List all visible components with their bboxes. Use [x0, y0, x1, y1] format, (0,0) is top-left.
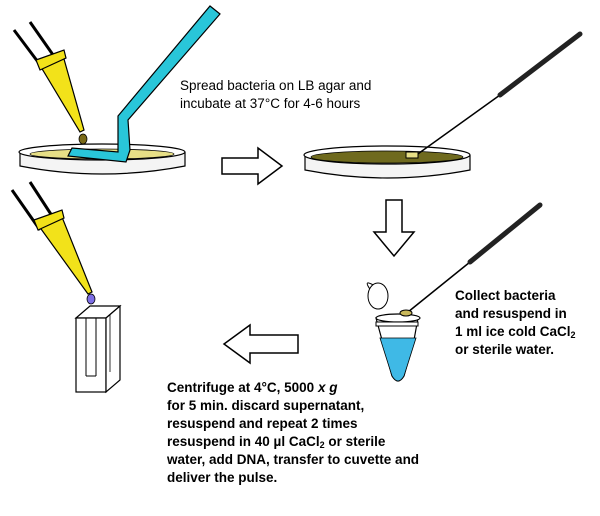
glass-spreader-icon	[67, 5, 221, 163]
collect-line-3: 1 ml ice cold CaCl2	[455, 323, 576, 341]
collect-line-4: or sterile water.	[455, 342, 555, 357]
microcentrifuge-tube-icon	[366, 282, 421, 382]
centrifuge-line-2: for 5 min. discard supernatant,	[167, 398, 365, 413]
collect-line-1: Collect bacteria	[455, 288, 556, 303]
centrifuge-line-6: deliver the pulse.	[167, 470, 278, 485]
arrow-right-icon	[221, 146, 284, 186]
centrifuge-line-1-text: Centrifuge at 4°C, 5000	[167, 380, 318, 395]
arrow-down-icon	[372, 199, 416, 258]
pipette-dna-icon	[10, 181, 96, 305]
petri-dish-fresh	[18, 143, 186, 175]
arrow-left-icon	[222, 323, 299, 365]
pipette-bacteria-icon	[12, 21, 88, 145]
spread-line-1: Spread bacteria on LB agar and	[180, 78, 372, 93]
collect-line-2: and resuspend in	[455, 306, 567, 321]
centrifuge-line-1: Centrifuge at 4°C, 5000 x g	[167, 379, 419, 397]
centrifuge-line-4-post: or sterile	[324, 434, 386, 449]
collect-line-3-text: 1 ml ice cold CaCl	[455, 324, 571, 339]
bacteria-drop	[78, 133, 88, 145]
dna-drop	[86, 293, 96, 305]
spread-line-2: incubate at 37°C for 4-6 hours	[180, 96, 361, 111]
centrifuge-line-4: resuspend in 40 µl CaCl2 or sterile	[167, 433, 419, 451]
step-centrifuge-label: Centrifuge at 4°C, 5000 x g for 5 min. d…	[167, 379, 419, 487]
inoculation-loop-2-icon	[399, 202, 543, 317]
centrifuge-line-4-sub: 2	[319, 440, 325, 450]
inoculation-loop-icon	[405, 31, 583, 159]
petri-dish-grown	[303, 145, 471, 179]
centrifuge-line-1-var: x g	[317, 380, 338, 395]
step-spread-label: Spread bacteria on LB agar and incubate …	[180, 77, 371, 113]
step-collect-label: Collect bacteria and resuspend in 1 ml i…	[455, 287, 576, 359]
centrifuge-line-4-text: resuspend in 40 µl CaCl	[167, 434, 320, 449]
collect-line-3-sub: 2	[570, 330, 576, 340]
cuvette-icon	[74, 304, 122, 394]
centrifuge-line-5: water, add DNA, transfer to cuvette and	[167, 452, 420, 467]
centrifuge-line-3: resuspend and repeat 2 times	[167, 416, 358, 431]
